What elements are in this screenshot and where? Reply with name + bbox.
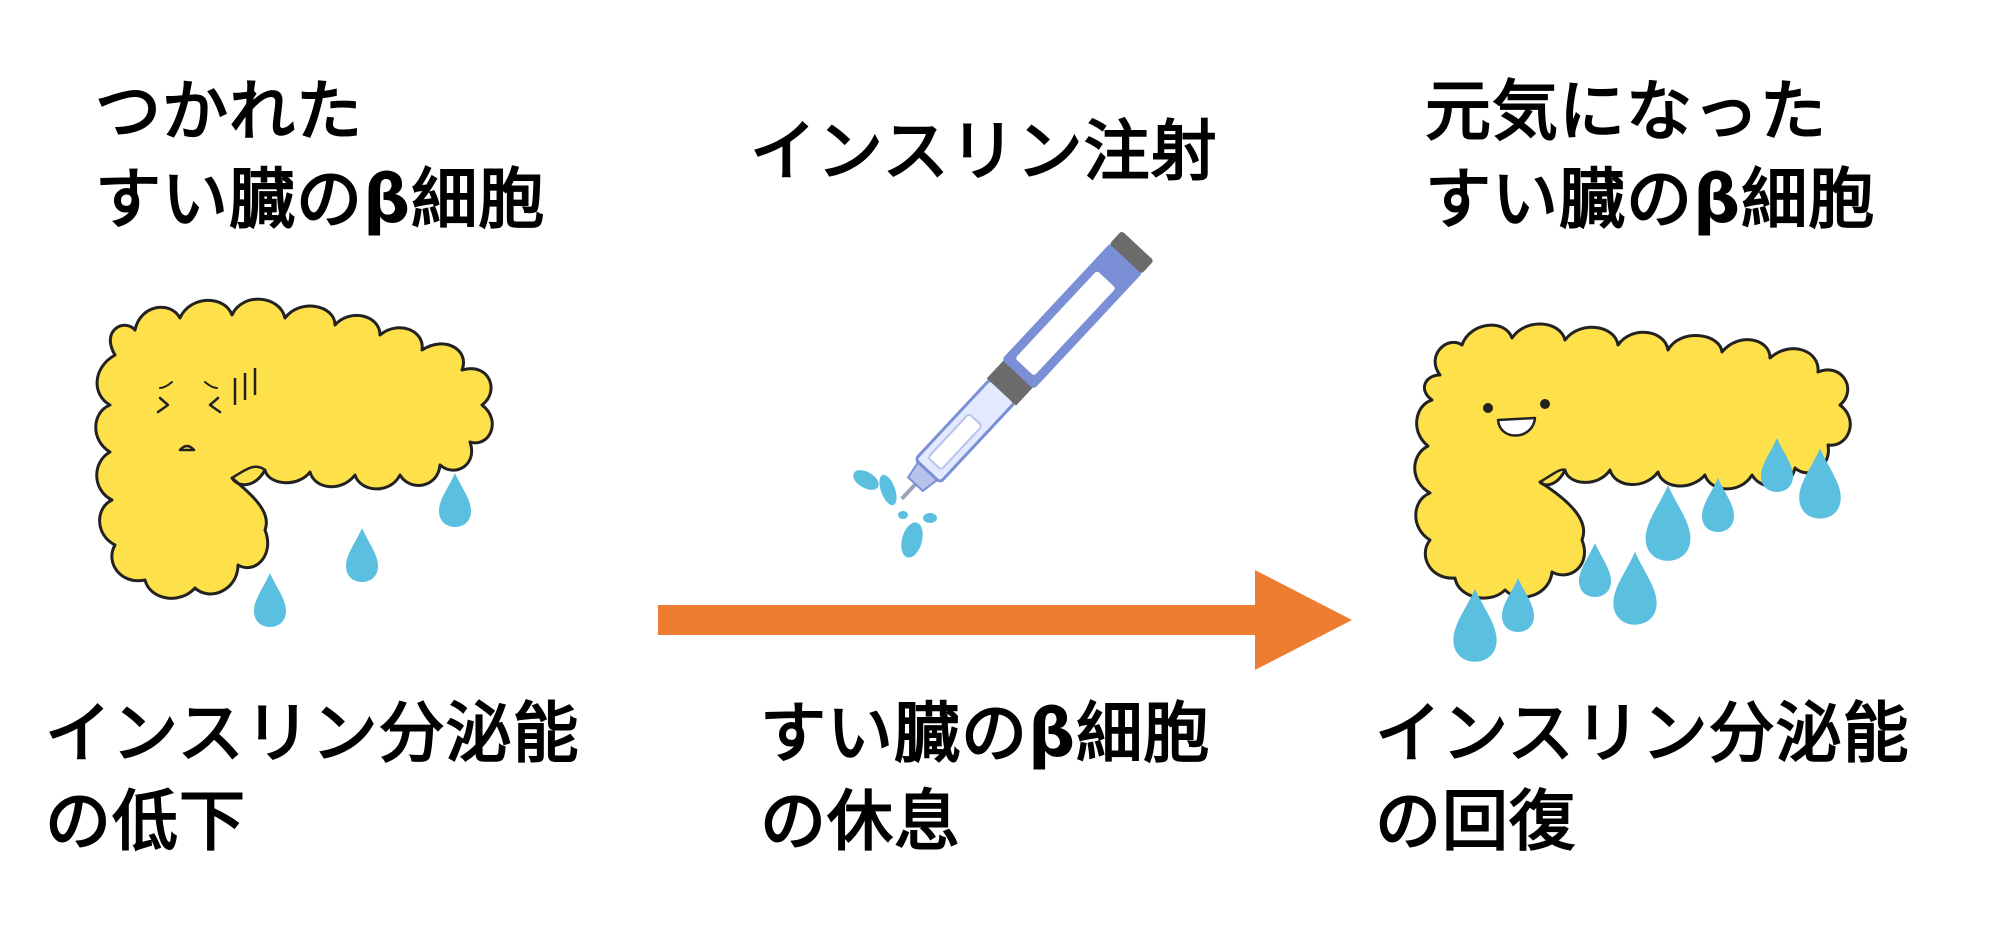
insulin-pen-icon [900, 231, 1153, 501]
injection-splash [853, 470, 937, 558]
left-title-line2: すい臓のβ細胞 [95, 161, 546, 238]
right-title-line1: 元気になった [1425, 73, 1827, 150]
happy-pancreas-icon [1413, 322, 1852, 600]
tired-pancreas-icon [94, 297, 494, 600]
middle-title: インスリン注射 [750, 108, 1218, 196]
water-drop-icon [346, 528, 378, 582]
middle-title-text: インスリン注射 [750, 113, 1218, 190]
left-drops [254, 473, 471, 627]
middle-caption: すい臓のβ細胞 の休息 [760, 690, 1210, 866]
left-title: つかれた すい臓のβ細胞 [95, 68, 545, 244]
middle-caption-line1: すい臓のβ細胞 [760, 695, 1211, 772]
right-title: 元気になった すい臓のβ細胞 [1425, 68, 1875, 244]
water-drop-icon [1453, 588, 1497, 662]
right-caption-line2: の回復 [1375, 783, 1576, 860]
right-title-line2: すい臓のβ細胞 [1425, 161, 1876, 238]
left-caption: インスリン分泌能 の低下 [45, 690, 580, 866]
left-caption-line2: の低下 [45, 783, 246, 860]
right-arrow-icon [658, 570, 1352, 670]
middle-caption-line2: の休息 [760, 783, 961, 860]
water-drop-icon [1613, 551, 1657, 625]
water-drop-icon [254, 573, 286, 627]
right-caption: インスリン分泌能 の回復 [1375, 690, 1910, 866]
left-caption-line1: インスリン分泌能 [45, 695, 580, 772]
water-drop-icon [1645, 485, 1691, 561]
water-drop-icon [439, 473, 471, 527]
right-caption-line1: インスリン分泌能 [1375, 695, 1910, 772]
left-title-line1: つかれた [95, 73, 363, 150]
